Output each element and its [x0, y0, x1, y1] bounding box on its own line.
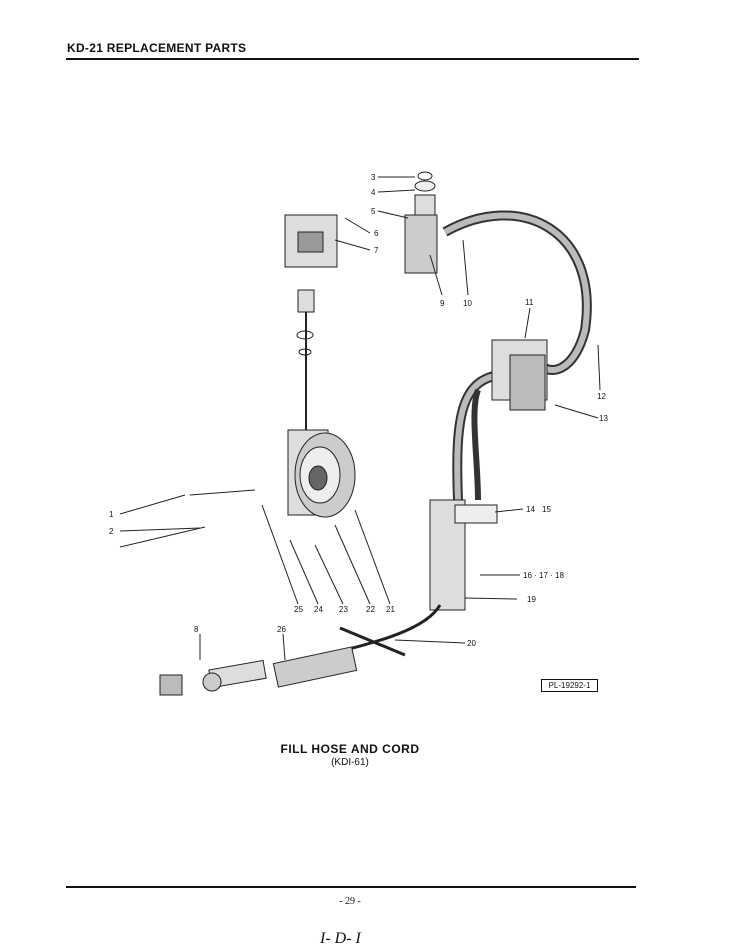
part-label-11: 11 — [525, 298, 534, 307]
part-label-13: 13 — [599, 414, 608, 423]
part-label-21: 21 — [386, 605, 395, 614]
part-label-2: 2 — [109, 527, 114, 536]
part-label-7: 7 — [374, 246, 379, 255]
part-label-4: 4 — [371, 188, 376, 197]
handwritten-note: I- D- I — [320, 930, 361, 947]
part-label-16-17-18: 16 · 17 · 18 — [523, 571, 564, 580]
page-header: KD-21 REPLACEMENT PARTS — [67, 41, 247, 55]
part-label-20: 20 — [467, 639, 476, 648]
part-label-6: 6 — [374, 229, 379, 238]
plug — [297, 289, 315, 313]
part-label-3: 3 — [371, 173, 376, 182]
part-label-10: 10 — [463, 299, 472, 308]
coupler — [159, 674, 183, 696]
page-number: - 29 - — [339, 896, 361, 907]
part-label-15: 15 — [542, 505, 551, 514]
part-label-12: 12 — [597, 392, 606, 401]
part-label-8: 8 — [194, 625, 199, 634]
part-label-24: 24 — [314, 605, 323, 614]
part-labels: 1 2 3 4 5 6 7 8 9 10 11 12 13 14 15 16 ·… — [109, 173, 608, 648]
header-rule — [66, 58, 639, 60]
figure-title: FILL HOSE AND CORD — [280, 742, 420, 756]
faucet-adapter — [272, 646, 358, 688]
valve-body — [404, 214, 438, 274]
part-label-1: 1 — [109, 510, 114, 519]
part-label-26: 26 — [277, 625, 286, 634]
part-label-25: 25 — [294, 605, 303, 614]
part-label-22: 22 — [366, 605, 375, 614]
part-label-9: 9 — [440, 299, 445, 308]
part-label-23: 23 — [339, 605, 348, 614]
footer-rule — [66, 886, 636, 888]
reference-code-box: PL-19292-1 — [541, 679, 598, 692]
part-label-5: 5 — [371, 207, 376, 216]
part-label-14: 14 — [526, 505, 535, 514]
part-label-19: 19 — [527, 595, 536, 604]
figure-model: (KDI-61) — [331, 757, 369, 768]
